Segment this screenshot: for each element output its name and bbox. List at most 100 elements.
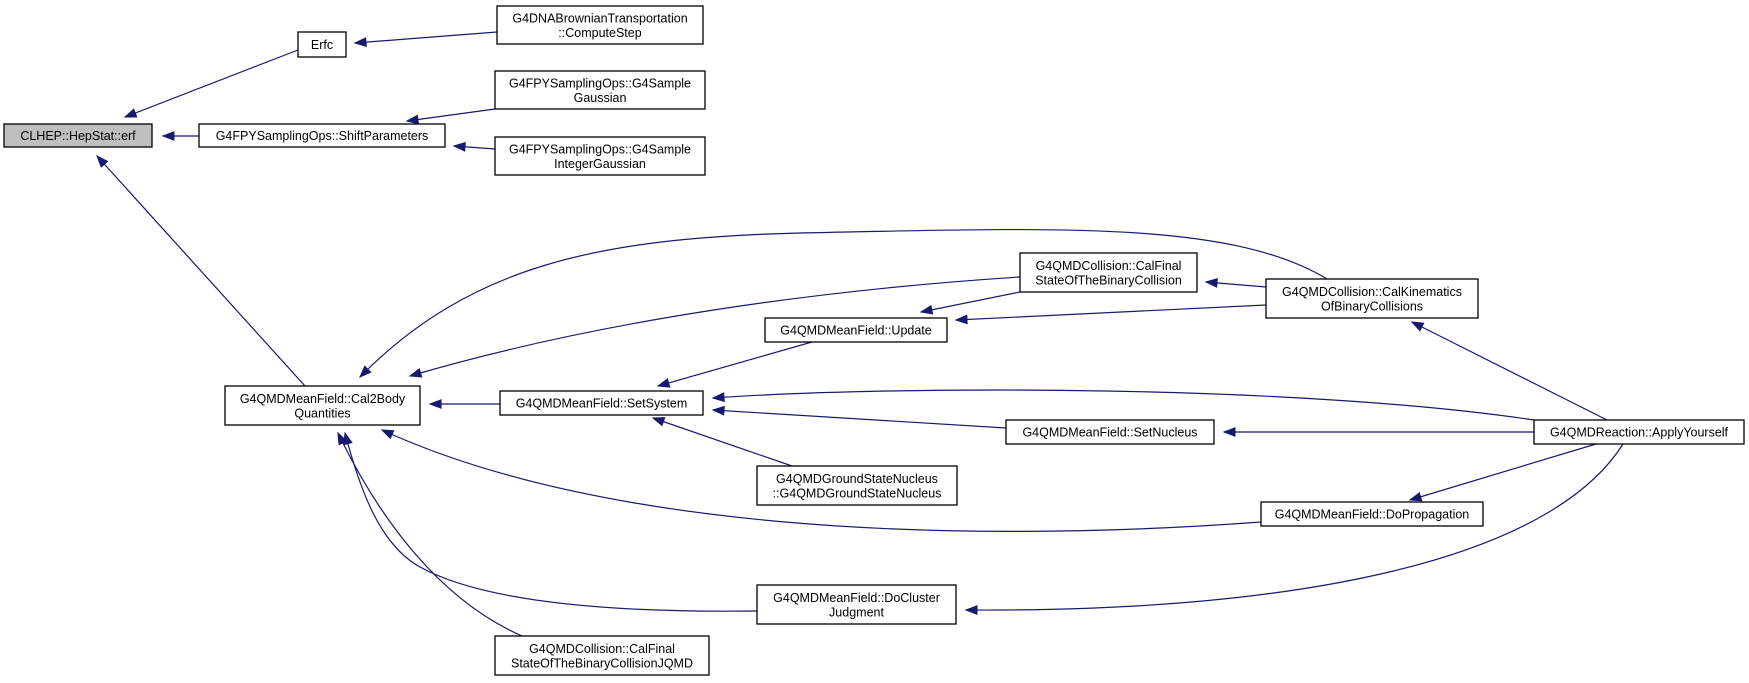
edge-apply-to-doprop	[1409, 443, 1597, 501]
node-ground[interactable]: G4QMDGroundStateNucleus::G4QMDGroundStat…	[756, 465, 958, 506]
nodes-layer: CLHEP::HepStat::erf Erfc G4DNABrownianTran…	[3, 5, 1745, 676]
node-label-cal2body-line-1: Quantities	[294, 406, 350, 420]
node-label-jqmd-line-0: G4QMDCollision::CalFinal	[529, 642, 675, 656]
node-box-calfinal[interactable]	[1019, 252, 1198, 293]
node-label-dna-line-0: G4DNABrownianTransportation	[512, 11, 687, 25]
node-label-shift-line-0: G4FPYSamplingOps::ShiftParameters	[216, 129, 429, 143]
node-label-gauss-line-1: Gaussian	[574, 91, 627, 105]
edge-cal2body-to-erf	[96, 155, 306, 387]
edge-calkin-to-cal2body	[359, 228, 1328, 378]
edge-calkin-to-update	[955, 304, 1267, 321]
node-label-intgauss-line-1: IntegerGaussian	[554, 157, 646, 171]
edge-gauss-to-shift	[406, 108, 496, 122]
node-setnucleus[interactable]: G4QMDMeanField::SetNucleus	[1005, 419, 1215, 445]
node-box-ground[interactable]	[756, 465, 958, 506]
edge-setnucleus-to-setsystem	[712, 409, 1007, 429]
node-setsystem[interactable]: G4QMDMeanField::SetSystem	[499, 390, 704, 416]
node-label-docluster-line-1: Judgment	[829, 605, 884, 619]
node-label-cal2body-line-0: G4QMDMeanField::Cal2Body	[240, 392, 406, 406]
arrowhead-calkin-to-update	[954, 314, 968, 325]
arrowhead-apply-to-setnucleus	[1222, 427, 1236, 437]
arrowhead-ground-to-setsystem	[651, 417, 666, 427]
edge-doprop-to-cal2body	[381, 429, 1262, 533]
node-label-jqmd-line-1: StateOfTheBinaryCollisionJQMD	[511, 656, 693, 670]
node-label-calkin-line-1: OfBinaryCollisions	[1321, 299, 1423, 313]
node-shift[interactable]: G4FPYSamplingOps::ShiftParameters	[198, 123, 446, 148]
node-calkin[interactable]: G4QMDCollision::CalKinematicsOfBinaryCol…	[1265, 278, 1479, 319]
node-box-apply[interactable]	[1533, 419, 1745, 445]
edge-docluster-to-cal2body	[344, 432, 758, 612]
node-box-intgauss[interactable]	[494, 136, 706, 176]
arrowhead-calkin-to-calfinal	[1204, 278, 1218, 288]
node-apply[interactable]: G4QMDReaction::ApplyYourself	[1533, 419, 1745, 445]
node-label-intgauss-line-0: G4FPYSamplingOps::G4Sample	[509, 142, 691, 156]
node-label-calkin-line-0: G4QMDCollision::CalKinematics	[1282, 285, 1462, 299]
arrowhead-cal2body-to-erf	[96, 154, 109, 168]
arrowhead-update-to-setsystem	[656, 378, 671, 388]
arrowhead-docluster-to-cal2body	[343, 431, 353, 446]
node-label-erfc-line-0: Erfc	[311, 38, 333, 52]
arrowhead-apply-to-setsystem	[711, 392, 725, 403]
node-label-ground-line-0: G4QMDGroundStateNucleus	[776, 472, 938, 486]
arrowhead-setsystem-to-cal2body	[428, 399, 442, 409]
arrowhead-doprop-to-cal2body	[380, 429, 395, 440]
node-box-setnucleus[interactable]	[1005, 419, 1215, 445]
arrowhead-setnucleus-to-setsystem	[711, 405, 725, 416]
node-box-setsystem[interactable]	[499, 390, 704, 416]
edge-apply-to-docluster	[965, 443, 1624, 611]
arrowhead-erfc-to-erf	[123, 108, 138, 118]
arrowhead-apply-to-doprop	[1408, 491, 1423, 502]
node-box-shift[interactable]	[198, 123, 446, 148]
node-dna[interactable]: G4DNABrownianTransportation::ComputeStep	[496, 5, 704, 45]
node-box-jqmd[interactable]	[494, 635, 710, 676]
node-box-docluster[interactable]	[756, 584, 957, 625]
node-erf[interactable]: CLHEP::HepStat::erf	[3, 123, 153, 148]
arrowhead-calkin-to-cal2body	[359, 365, 372, 378]
node-intgauss[interactable]: G4FPYSamplingOps::G4SampleIntegerGaussia…	[494, 136, 706, 176]
arrowhead-apply-to-calkin	[1410, 321, 1425, 332]
node-label-update-line-0: G4QMDMeanField::Update	[780, 324, 932, 338]
node-label-doprop-line-0: G4QMDMeanField::DoPropagation	[1275, 508, 1470, 522]
node-box-erf[interactable]	[3, 123, 153, 148]
node-box-erfc[interactable]	[297, 31, 347, 58]
edge-apply-to-setsystem	[712, 389, 1535, 421]
node-label-ground-line-1: ::G4QMDGroundStateNucleus	[773, 486, 942, 500]
arrowhead-dna-to-erfc	[353, 37, 367, 48]
edge-ground-to-setsystem	[652, 417, 793, 467]
node-update[interactable]: G4QMDMeanField::Update	[764, 317, 948, 343]
node-box-dna[interactable]	[496, 5, 704, 45]
node-jqmd[interactable]: G4QMDCollision::CalFinalStateOfTheBinary…	[494, 635, 710, 676]
node-calfinal[interactable]: G4QMDCollision::CalFinalStateOfTheBinary…	[1019, 252, 1198, 293]
arrowhead-intgauss-to-shift	[452, 141, 466, 152]
edge-erfc-to-erf	[124, 49, 299, 118]
node-label-calfinal-line-1: StateOfTheBinaryCollision	[1035, 273, 1182, 287]
node-label-docluster-line-0: G4QMDMeanField::DoCluster	[773, 591, 940, 605]
node-doprop[interactable]: G4QMDMeanField::DoPropagation	[1260, 501, 1484, 527]
node-label-setsystem-line-0: G4QMDMeanField::SetSystem	[516, 397, 688, 411]
node-box-cal2body[interactable]	[224, 385, 421, 426]
node-label-dna-line-1: ::ComputeStep	[558, 26, 641, 40]
node-label-gauss-line-0: G4FPYSamplingOps::G4Sample	[509, 76, 691, 90]
arrowhead-calfinal-to-cal2body	[408, 368, 423, 378]
node-box-calkin[interactable]	[1265, 278, 1479, 319]
node-box-update[interactable]	[764, 317, 948, 343]
arrowhead-gauss-to-shift	[405, 114, 420, 125]
arrowhead-calfinal-to-update	[919, 304, 934, 315]
edge-dna-to-erfc	[354, 31, 498, 44]
arrowhead-apply-to-docluster	[964, 605, 978, 615]
edge-jqmd-to-cal2body	[337, 432, 523, 637]
node-box-doprop[interactable]	[1260, 501, 1484, 527]
arrowhead-jqmd-to-cal2body	[337, 431, 348, 446]
node-box-gauss[interactable]	[494, 70, 706, 110]
edge-update-to-setsystem	[657, 341, 813, 387]
edges-layer	[96, 31, 1624, 637]
edge-apply-to-calkin	[1411, 321, 1608, 421]
node-label-erf-line-0: CLHEP::HepStat::erf	[20, 129, 136, 143]
node-label-apply-line-0: G4QMDReaction::ApplyYourself	[1550, 426, 1729, 440]
node-label-calfinal-line-0: G4QMDCollision::CalFinal	[1036, 259, 1182, 273]
node-erfc[interactable]: Erfc	[297, 31, 347, 58]
